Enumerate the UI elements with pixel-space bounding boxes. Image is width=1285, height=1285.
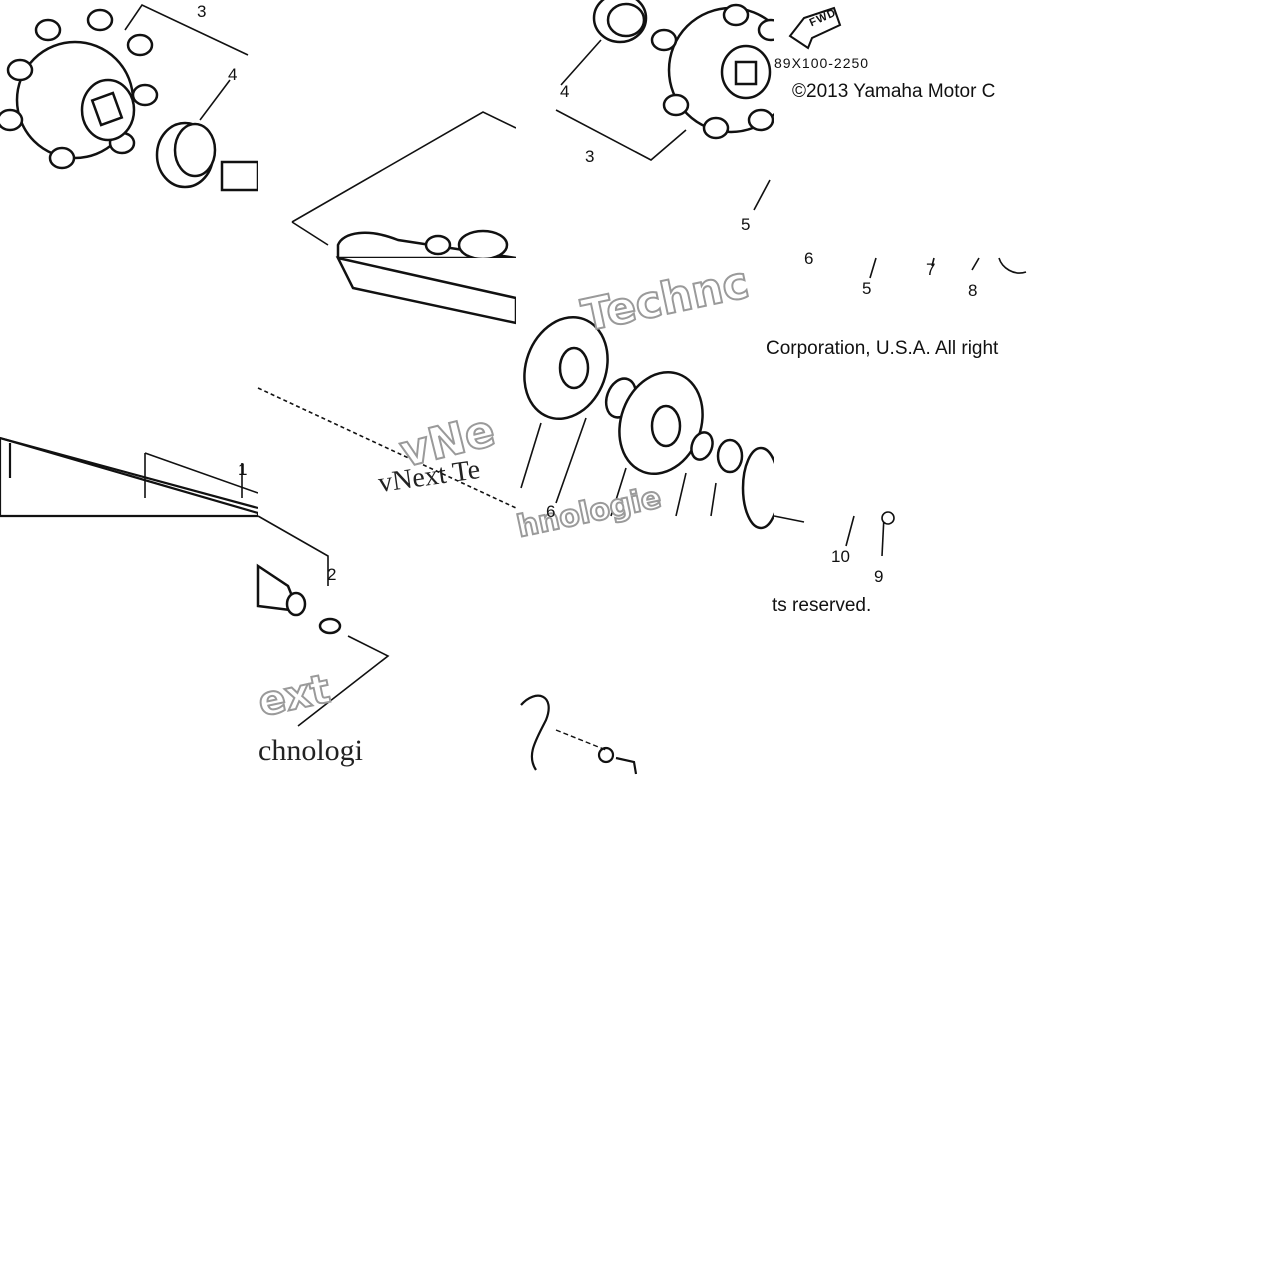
shaft-drawing-left — [0, 436, 260, 518]
callout-9: 9 — [874, 567, 884, 586]
tile-middle-right-plates: Technc hnologie 6 — [513, 256, 781, 546]
callout-3: 3 — [585, 147, 595, 166]
callout-5: 5 — [862, 279, 872, 298]
bolt-drawing — [520, 694, 638, 775]
callout-leaders — [773, 511, 895, 557]
housing-drawing — [291, 111, 517, 261]
callout-7: 7 — [926, 260, 936, 279]
tile-top-right-label: FWD 89X100-2250 ©2013 Yamaha Motor C — [774, 0, 1032, 258]
copyright-line-2: Corporation, U.S.A. All right — [766, 338, 999, 359]
tile-middle-housing-lower: vNext Te — [257, 256, 518, 516]
tile-middle-left-shaft: 1 — [0, 258, 260, 518]
callout-8: 8 — [968, 281, 978, 300]
callout-6: 6 — [546, 502, 556, 521]
callout-4: 4 — [560, 82, 570, 101]
watermark-text: chnologi — [258, 734, 363, 767]
tile-bottom-middle-bolt — [516, 680, 648, 775]
callout-6: 6 — [804, 249, 814, 268]
callout-3: 3 — [197, 2, 207, 21]
callout-10: 10 — [831, 547, 850, 566]
tile-bottom-right-callouts: 10 9 ts reserved. — [772, 511, 906, 616]
tile-middle-right-label: 6 5 7 8 Corporation, U.S.A. All right — [766, 250, 1032, 516]
shaft-end-drawing — [256, 515, 390, 727]
tile-top-right-sprocket: 4 3 5 — [516, 0, 795, 258]
small-parts-drawing — [869, 257, 1027, 279]
fwd-arrow-drawing — [788, 6, 842, 50]
callout-4: 4 — [228, 65, 238, 84]
drawing-code: 89X100-2250 — [774, 55, 870, 71]
callout-1: 1 — [238, 460, 248, 479]
tile-top-left-sprocket: 3 4 — [0, 0, 260, 258]
tile-bottom-left-shaft-end: 2 ext chnologi — [253, 515, 390, 774]
callout-2: 2 — [327, 565, 337, 584]
copyright-line-3: ts reserved. — [772, 595, 872, 616]
tile-top-middle-housing — [258, 0, 517, 261]
sprocket-drawing-left — [0, 3, 260, 192]
callout-5: 5 — [741, 215, 751, 234]
copyright-line-1: ©2013 Yamaha Motor C — [792, 81, 996, 102]
sprocket-drawing-right — [555, 0, 795, 211]
plates-drawing — [520, 316, 781, 530]
